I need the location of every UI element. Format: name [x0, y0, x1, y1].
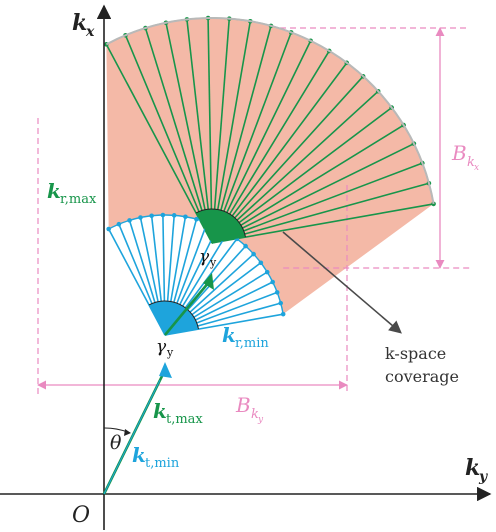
outer-fan-ray — [211, 142, 415, 244]
origin-label: O — [72, 503, 90, 528]
outer-fan-ray — [211, 21, 252, 244]
inner-fan-dot — [264, 269, 270, 275]
outer-fan-ray — [211, 62, 348, 244]
outer-fan-ray — [211, 106, 393, 244]
svg-text:γ: γ — [199, 247, 210, 267]
inner-fan-dot — [183, 214, 188, 220]
inner-fan-dot — [280, 311, 286, 317]
inner-fan-dot — [106, 226, 111, 232]
outer-fan — [104, 15, 436, 244]
svg-text:t,max: t,max — [166, 412, 203, 427]
inner-fan-dot — [160, 212, 166, 218]
outer-fan-ray — [124, 34, 213, 244]
kx-axis-label: k x — [72, 10, 95, 40]
kr-link-line — [163, 281, 211, 336]
theta-label: θ — [110, 432, 122, 454]
svg-text:k: k — [467, 155, 475, 170]
svg-text:x: x — [474, 163, 479, 173]
outer-fan-ray — [144, 27, 213, 244]
coverage-label-line1: k-space — [385, 344, 446, 363]
svg-text:y: y — [209, 256, 217, 269]
svg-text:k: k — [132, 443, 146, 467]
inner-fan-dot — [251, 251, 256, 257]
gamma-inner-sector-outline — [148, 300, 199, 330]
kt-max-label: k t,max — [153, 399, 203, 427]
svg-text:y: y — [166, 346, 174, 359]
outer-fan-ray — [165, 22, 213, 244]
outer-fan-ray — [211, 32, 292, 244]
inner-fan-dot — [274, 290, 280, 295]
bkx-label: B k x — [451, 141, 479, 173]
svg-text:γ: γ — [156, 337, 167, 357]
inner-fan-dot — [194, 216, 199, 222]
inner-fan-dot — [270, 279, 275, 285]
kr-min-label: k r,min — [222, 323, 269, 351]
outer-fan-ray — [211, 124, 405, 244]
svg-text:y: y — [478, 469, 488, 485]
outer-fan-ray — [211, 162, 423, 244]
inner-fan-dot — [127, 218, 132, 223]
inner-fan-ray — [107, 228, 166, 336]
gamma-outer-sector — [196, 209, 246, 243]
gamma-inner-label: γ y — [156, 337, 174, 359]
ky-axis-label: k y — [465, 455, 488, 485]
bandwidth-guides — [37, 27, 470, 395]
svg-text:t,min: t,min — [145, 456, 180, 471]
coverage-pointer-arrow — [282, 231, 402, 334]
svg-text:B: B — [235, 393, 251, 417]
svg-text:y: y — [257, 415, 264, 425]
inner-fan-dot — [149, 213, 154, 219]
outer-coverage-arc — [105, 17, 435, 205]
inner-fan-dot — [171, 213, 177, 218]
inner-fan-dot — [258, 260, 264, 266]
svg-text:k: k — [153, 399, 167, 423]
outer-fan-ray — [211, 25, 272, 244]
kt-arrowhead — [159, 362, 172, 378]
outer-fan-ray — [207, 18, 213, 244]
outer-fan-ray — [186, 19, 213, 244]
svg-text:k: k — [72, 10, 87, 36]
bky-label: B k y — [235, 393, 264, 425]
svg-text:r,max: r,max — [60, 192, 97, 207]
inner-fan-ray — [164, 313, 284, 336]
gamma-outer-label: γ y — [199, 247, 217, 269]
outer-fan-ray — [211, 40, 312, 244]
gamma-outer-sector-outline — [195, 208, 246, 238]
outer-fan-ray — [211, 203, 434, 244]
inner-fan-dot — [138, 215, 143, 220]
outer-fan-ray — [211, 18, 231, 244]
svg-text:k: k — [47, 179, 61, 203]
coverage-label-line2: coverage — [385, 367, 459, 386]
svg-text:B: B — [451, 141, 467, 165]
outer-fan-ray — [211, 75, 364, 244]
kt-min-label: k t,min — [132, 443, 180, 471]
svg-text:k: k — [222, 323, 236, 347]
outer-fan-ray — [211, 182, 430, 244]
kr-max-label: k r,max — [47, 179, 97, 207]
kr-link-arrowhead — [203, 273, 214, 290]
theta-arc-arrowhead — [124, 429, 131, 436]
inner-fan-dot — [243, 243, 248, 249]
svg-text:r,min: r,min — [235, 336, 269, 351]
inner-fan-dot — [116, 221, 122, 227]
svg-text:k: k — [465, 455, 480, 481]
outer-fan-ray — [211, 50, 330, 244]
inner-fan-dot — [278, 300, 283, 306]
outer-fan-ray — [211, 90, 379, 244]
svg-text:x: x — [85, 24, 95, 40]
kt-min-line — [103, 379, 161, 495]
outer-fan-ray — [105, 43, 213, 244]
svg-text:k: k — [251, 407, 259, 422]
